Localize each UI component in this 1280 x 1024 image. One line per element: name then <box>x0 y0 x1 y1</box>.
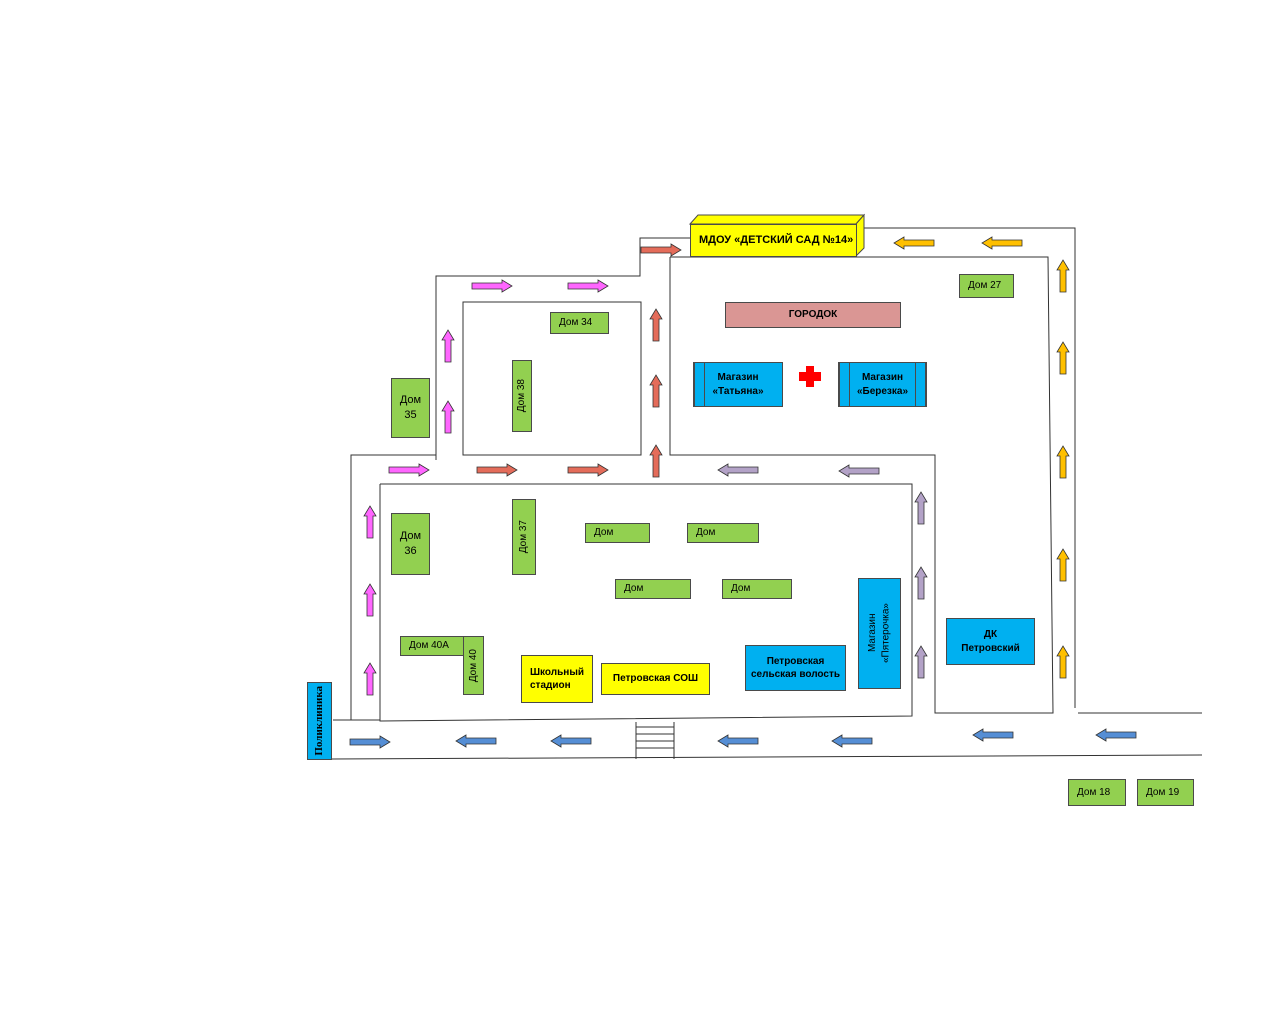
building-dom-37: Дом 37 <box>512 499 536 575</box>
shop-tatiana-label: Магазин «Татьяна» <box>712 372 764 397</box>
building-dom-b: Дом <box>687 523 759 543</box>
arrow-right-icon <box>567 279 609 293</box>
arrow-left-icon <box>550 734 592 748</box>
road-edge-outer-north <box>435 237 690 460</box>
arrow-right-icon <box>349 735 391 749</box>
arrow-up-icon <box>1056 341 1070 375</box>
school-stadium: Школьный стадион <box>521 655 593 703</box>
building-dom-36: Дом 36 <box>391 513 430 575</box>
arrow-up-icon <box>649 374 663 408</box>
arrow-right-icon <box>567 463 609 477</box>
building-dom-38-label: Дом 38 <box>516 379 528 413</box>
gorodok-area: ГОРОДОК <box>725 302 901 328</box>
building-dom-35: Дом 35 <box>391 378 430 438</box>
building-dom-18: Дом 18 <box>1068 779 1126 806</box>
building-dom-40a: Дом 40А <box>400 636 464 656</box>
kindergarten-top-face <box>688 214 866 225</box>
building-dom-27: Дом 27 <box>959 274 1014 298</box>
arrow-left-icon <box>455 734 497 748</box>
arrow-up-icon <box>649 444 663 478</box>
building-dom-38: Дом 38 <box>512 360 532 432</box>
block-c <box>379 483 913 722</box>
dk-petrovsky: ДК Петровский <box>946 618 1035 665</box>
block-a <box>462 301 642 456</box>
school-building: Петровская СОШ <box>601 663 710 695</box>
arrow-up-icon <box>363 583 377 617</box>
building-dom-c: Дом <box>615 579 691 599</box>
arrow-up-icon <box>649 308 663 342</box>
arrow-up-icon <box>363 662 377 696</box>
pharmacy-label: Поликлиника <box>313 686 326 756</box>
building-dom-40-label: Дом 40 <box>467 648 479 683</box>
road-edge-kindergarten-east <box>864 227 1076 708</box>
arrow-left-icon <box>717 734 759 748</box>
arrow-left-icon <box>717 463 759 477</box>
arrow-left-icon <box>1095 728 1137 742</box>
road-edge-west <box>350 454 436 720</box>
building-dom-a: Дом <box>585 523 650 543</box>
shop-berezka-label: Магазин «Березка» <box>856 372 909 397</box>
arrow-left-icon <box>893 236 935 250</box>
arrow-left-icon <box>972 728 1014 742</box>
road-edge-south-outer <box>331 754 1203 760</box>
block-b <box>669 256 1054 714</box>
red-cross-icon <box>799 366 821 387</box>
arrow-up-icon <box>441 400 455 434</box>
building-dom-37-label: Дом 37 <box>518 520 530 554</box>
arrow-up-icon <box>1056 445 1070 479</box>
building-dom-40: Дом 40 <box>463 636 484 695</box>
arrow-up-icon <box>1056 259 1070 293</box>
shop-berezka: Магазин «Березка» <box>838 362 927 407</box>
pharmacy-building: Поликлиника <box>307 682 332 760</box>
shop-pyaterochka: Магазин «Пятерочка» <box>858 578 901 689</box>
arrow-up-icon <box>1056 645 1070 679</box>
arrow-up-icon <box>914 491 928 525</box>
arrow-up-icon <box>1056 548 1070 582</box>
building-dom-d: Дом <box>722 579 792 599</box>
arrow-right-icon <box>388 463 430 477</box>
volost-administration: Петровская сельская волость <box>745 645 846 691</box>
building-dom-34: Дом 34 <box>550 312 609 334</box>
pedestrian-crossing-icon <box>635 722 675 759</box>
arrow-up-icon <box>441 329 455 363</box>
arrow-right-icon <box>471 279 513 293</box>
kindergarten-building: МДОУ «ДЕТСКИЙ САД №14» <box>690 224 857 257</box>
building-dom-19: Дом 19 <box>1137 779 1194 806</box>
arrow-up-icon <box>914 645 928 679</box>
arrow-left-icon <box>838 464 880 478</box>
arrow-left-icon <box>981 236 1023 250</box>
arrow-left-icon <box>831 734 873 748</box>
arrow-up-icon <box>914 566 928 600</box>
shop-pyaterochka-label: Магазин «Пятерочка» <box>867 603 892 664</box>
arrow-right-icon <box>640 243 682 257</box>
arrow-right-icon <box>476 463 518 477</box>
arrow-up-icon <box>363 505 377 539</box>
shop-tatiana: Магазин «Татьяна» <box>693 362 783 407</box>
